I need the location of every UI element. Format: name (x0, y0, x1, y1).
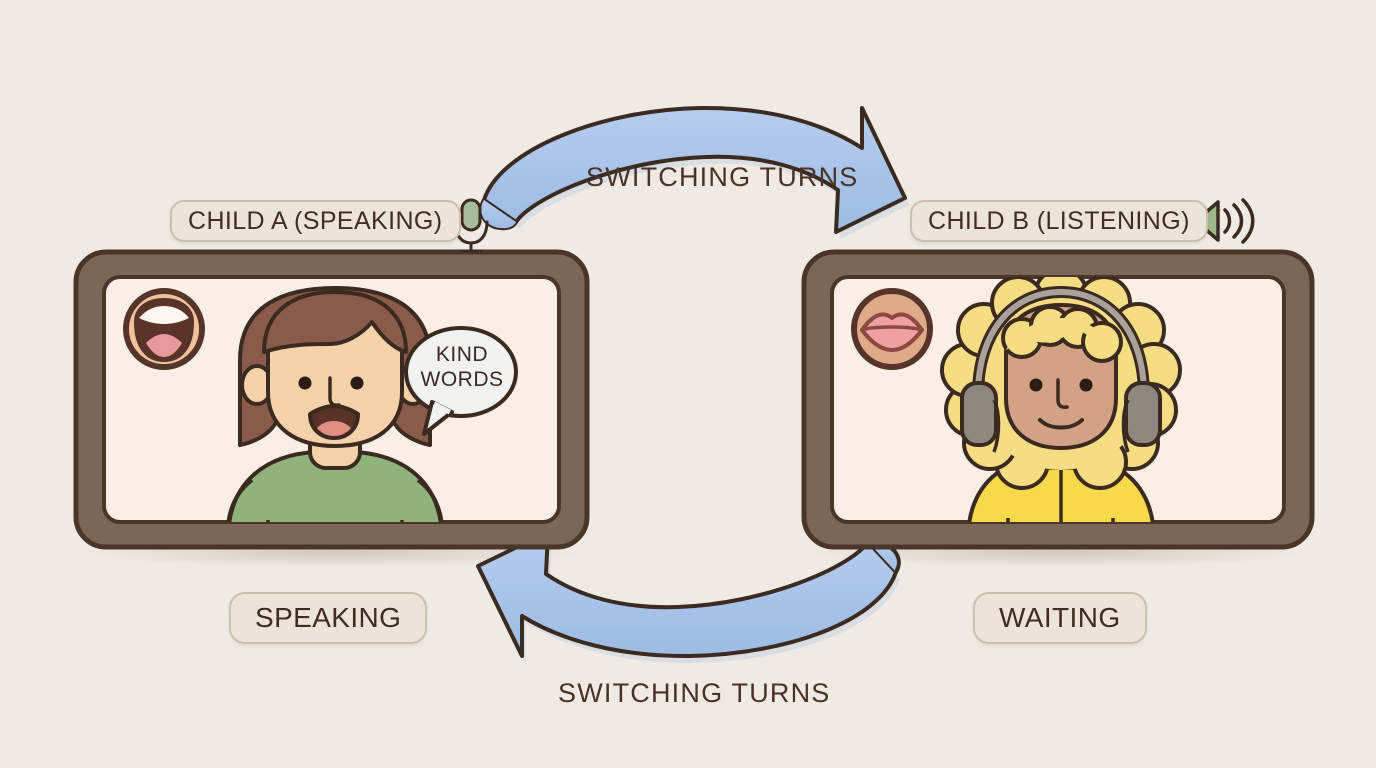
right-phone-device (801, 249, 1315, 550)
child-b-avatar (940, 277, 1182, 522)
speech-bubble-line-1: KIND (435, 343, 489, 366)
child-b-badge-label: CHILD B (LISTENING) (928, 206, 1190, 235)
arrow-top-label: SWITCHING TURNS (586, 162, 859, 192)
arrow-bottom-label: SWITCHING TURNS (558, 678, 831, 708)
speaking-state-badge[interactable]: SPEAKING (229, 592, 428, 644)
closed-lips-icon (851, 288, 933, 370)
child-b-status-badge[interactable]: CHILD B (LISTENING) (910, 200, 1208, 242)
waiting-state-label: WAITING (999, 602, 1121, 633)
speaking-state-label: SPEAKING (255, 602, 402, 633)
arrow-top-switching-turns (479, 105, 909, 239)
speech-bubble-line-2: WORDS (420, 368, 504, 391)
open-mouth-icon (123, 288, 205, 370)
waiting-state-badge[interactable]: WAITING (973, 592, 1147, 644)
child-a-status-badge[interactable]: CHILD A (SPEAKING) (170, 200, 461, 242)
left-phone-device (73, 249, 590, 550)
child-a-avatar (225, 286, 445, 522)
right-screen-content (851, 277, 1182, 522)
microphone-icon (453, 198, 489, 253)
child-a-badge-label: CHILD A (SPEAKING) (188, 206, 443, 235)
headphones-icon (960, 285, 1162, 453)
speech-bubble-text: KIND WORDS (412, 342, 512, 392)
left-screen-content (123, 286, 518, 522)
speech-bubble-kind-words (404, 326, 518, 436)
